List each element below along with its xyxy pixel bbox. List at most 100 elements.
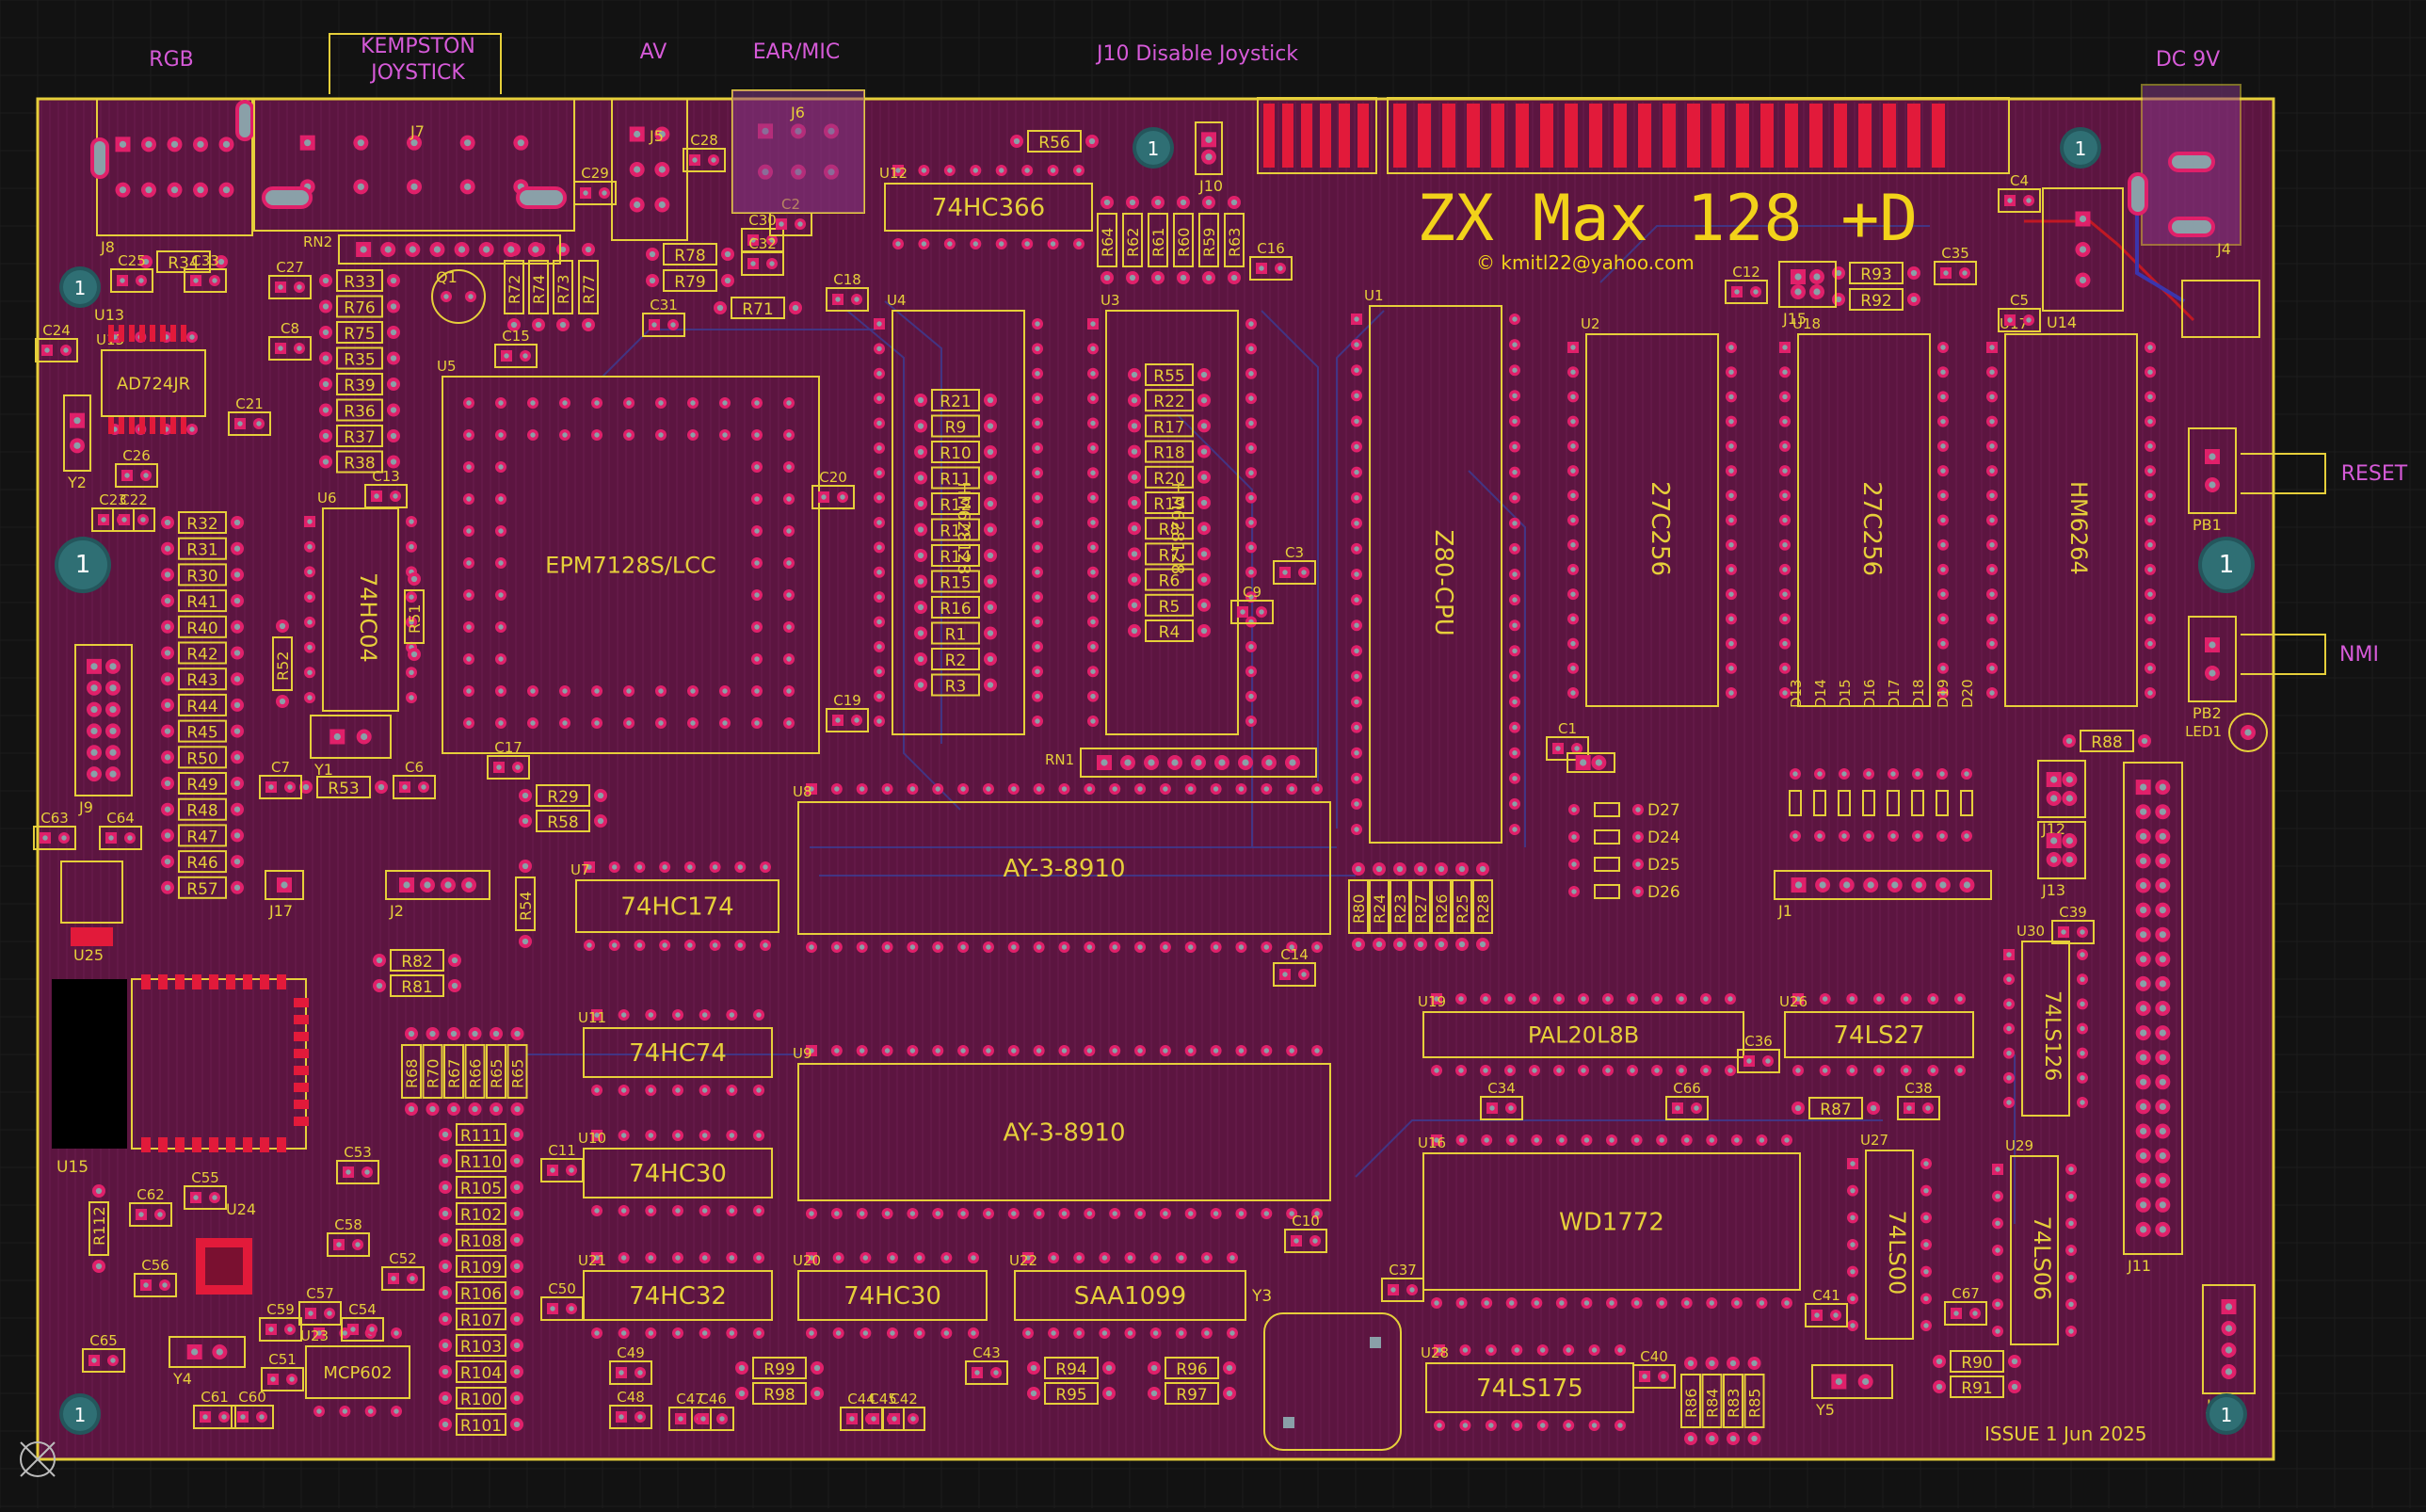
resistor[interactable]: R18 bbox=[1128, 440, 1211, 463]
capacitor[interactable]: C5 bbox=[1998, 292, 2041, 332]
capacitor[interactable]: C41 bbox=[1805, 1287, 1848, 1327]
capacitor[interactable]: C54 bbox=[341, 1301, 384, 1342]
resistor[interactable]: R39 bbox=[319, 373, 400, 395]
resistor[interactable]: R110 bbox=[439, 1150, 523, 1172]
resistor[interactable]: R45 bbox=[161, 719, 244, 743]
resistor[interactable]: R7 bbox=[1128, 542, 1211, 566]
resistor[interactable]: R6 bbox=[1128, 568, 1211, 591]
resistor[interactable]: R98 bbox=[735, 1382, 824, 1405]
capacitor[interactable]: C63 bbox=[33, 810, 76, 850]
resistor[interactable]: R56 bbox=[1010, 130, 1099, 153]
resistor[interactable]: R32 bbox=[161, 511, 244, 534]
resistor[interactable]: R41 bbox=[161, 589, 244, 613]
capacitor[interactable]: C15 bbox=[494, 328, 538, 368]
resistor[interactable]: R50 bbox=[161, 746, 244, 769]
resistor[interactable]: R76 bbox=[319, 295, 400, 318]
capacitor[interactable]: C33 bbox=[184, 252, 227, 293]
crystal-y5[interactable]: Y5 bbox=[1811, 1364, 1893, 1419]
header-j11[interactable]: J11 bbox=[2123, 762, 2183, 1275]
capacitor[interactable]: C24 bbox=[35, 322, 78, 362]
resistor[interactable]: R105 bbox=[439, 1176, 523, 1198]
resistor[interactable]: R47 bbox=[161, 824, 244, 847]
resistor[interactable]: R42 bbox=[161, 641, 244, 665]
resistor[interactable]: R70 bbox=[422, 1027, 443, 1116]
resistor[interactable]: R1 bbox=[914, 621, 997, 645]
diode[interactable]: D13 bbox=[1788, 679, 1805, 842]
resistor[interactable]: R21 bbox=[914, 389, 997, 411]
capacitor[interactable]: C3 bbox=[1273, 544, 1316, 585]
capacitor[interactable]: C20 bbox=[811, 469, 855, 509]
diode[interactable]: D19 bbox=[1935, 679, 1952, 842]
capacitor[interactable]: C48 bbox=[609, 1389, 652, 1429]
resistor[interactable]: R85 bbox=[1743, 1357, 1765, 1445]
resistor[interactable]: R87 bbox=[1791, 1097, 1880, 1119]
av-connector[interactable] bbox=[611, 98, 688, 241]
resistor[interactable]: R51 bbox=[404, 572, 425, 661]
resistor[interactable]: R28 bbox=[1472, 862, 1493, 951]
resistor[interactable]: R111 bbox=[439, 1123, 523, 1146]
resistor[interactable]: R9 bbox=[914, 414, 997, 438]
capacitor[interactable]: C42 bbox=[882, 1391, 925, 1431]
resistor-network-rn1[interactable] bbox=[1080, 748, 1317, 778]
resistor[interactable]: R38 bbox=[319, 450, 400, 474]
capacitor[interactable]: C56 bbox=[134, 1257, 177, 1297]
resistor-network-rn2[interactable] bbox=[338, 234, 561, 265]
resistor[interactable]: R23 bbox=[1390, 862, 1410, 951]
capacitor[interactable]: C22 bbox=[112, 491, 155, 532]
resistor[interactable]: R104 bbox=[439, 1360, 523, 1383]
capacitor[interactable]: C25 bbox=[110, 252, 153, 293]
resistor[interactable]: R103 bbox=[439, 1334, 523, 1357]
resistor[interactable]: R26 bbox=[1431, 862, 1452, 951]
resistor[interactable]: R94 bbox=[1027, 1357, 1116, 1379]
resistor[interactable]: R80 bbox=[1348, 862, 1369, 951]
regulator-u14[interactable]: U14 bbox=[2042, 187, 2124, 331]
capacitor[interactable]: C16 bbox=[1249, 240, 1293, 281]
resistor[interactable]: R91 bbox=[1933, 1375, 2021, 1398]
rgb-connector[interactable]: J8 bbox=[90, 98, 254, 256]
header-j9[interactable]: J9 bbox=[74, 644, 133, 816]
resistor[interactable]: R66 bbox=[464, 1027, 486, 1116]
capacitor[interactable]: C11 bbox=[540, 1142, 584, 1182]
kempston-connector[interactable]: J7 bbox=[253, 98, 575, 232]
resistor[interactable]: R14 bbox=[914, 544, 997, 567]
resistor[interactable]: R4 bbox=[1128, 619, 1211, 642]
capacitor[interactable]: C34 bbox=[1480, 1080, 1523, 1120]
resistor[interactable]: R77 bbox=[578, 243, 599, 331]
resistor[interactable]: R12 bbox=[914, 492, 997, 515]
resistor[interactable]: R22 bbox=[1128, 389, 1211, 412]
resistor[interactable]: R2 bbox=[914, 648, 997, 670]
resistor[interactable]: R16 bbox=[914, 596, 997, 619]
resistor[interactable]: R19 bbox=[1128, 491, 1211, 514]
resistor[interactable]: R84 bbox=[1701, 1357, 1723, 1445]
diode[interactable]: D18 bbox=[1910, 679, 1927, 842]
resistor[interactable]: R96 bbox=[1148, 1357, 1236, 1379]
header-j1[interactable]: J1 bbox=[1774, 870, 1992, 920]
capacitor[interactable]: C53 bbox=[336, 1144, 379, 1184]
capacitor[interactable]: C14 bbox=[1273, 946, 1316, 987]
resistor[interactable]: R33 bbox=[319, 269, 400, 292]
resistor[interactable]: R60 bbox=[1173, 196, 1194, 284]
resistor[interactable]: R62 bbox=[1122, 196, 1143, 284]
resistor[interactable]: R64 bbox=[1097, 196, 1117, 284]
earmic-connector[interactable] bbox=[731, 89, 865, 214]
capacitor[interactable]: C13 bbox=[364, 468, 408, 508]
capacitor[interactable]: C64 bbox=[99, 810, 142, 850]
resistor[interactable]: R15 bbox=[914, 570, 997, 593]
diode[interactable]: D15 bbox=[1837, 679, 1854, 842]
capacitor[interactable]: C6 bbox=[393, 759, 436, 799]
capacitor[interactable]: C7 bbox=[259, 759, 302, 799]
resistor[interactable]: R5 bbox=[1128, 593, 1211, 617]
capacitor[interactable]: C4 bbox=[1998, 172, 2041, 213]
capacitor[interactable]: C35 bbox=[1934, 245, 1977, 285]
diode[interactable]: D25 bbox=[1568, 856, 1680, 875]
